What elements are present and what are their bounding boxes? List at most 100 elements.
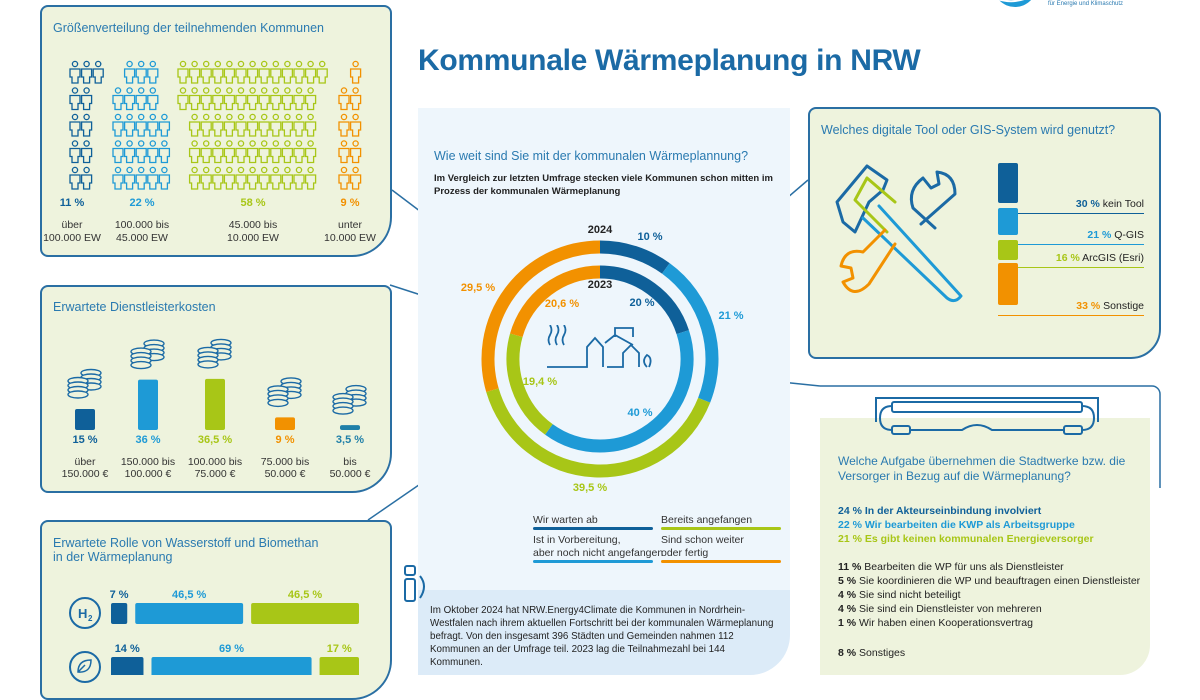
coins-icon: [332, 384, 367, 415]
tool-divider: [998, 244, 1144, 245]
person-icon: [200, 87, 212, 111]
person-icon: [188, 140, 201, 164]
person-icon: [158, 140, 171, 164]
tool-percent: 30 %: [1075, 198, 1100, 210]
costs-title: Erwartete Dienstleisterkosten: [53, 300, 216, 314]
person-icon: [188, 166, 201, 190]
tool-item: 30 % kein Tool: [1000, 198, 1144, 210]
tools-title: Welches digitale Tool oder GIS-System wi…: [821, 123, 1116, 137]
person-icon: [112, 87, 124, 111]
person-icon: [135, 140, 147, 164]
person-icon: [235, 113, 247, 137]
person-icon: [158, 166, 171, 190]
donut-segment-2023: [545, 330, 694, 453]
person-icon: [338, 166, 350, 190]
hydrogen-percent: 46,5 %: [172, 589, 207, 601]
cost-bar: [75, 409, 95, 430]
person-icon: [304, 166, 317, 190]
tool-divider: [998, 315, 1144, 316]
utility-percent: 5 %: [838, 575, 857, 587]
cost-label: 100.000 bis: [187, 456, 243, 468]
logo-text: für Energie und Klimaschutz: [1048, 1, 1124, 7]
person-icon: [177, 60, 189, 84]
person-icon: [223, 113, 236, 137]
donut-label-2023: 19,4 %: [522, 376, 558, 388]
hydrogen-bar-segment: [251, 603, 359, 624]
size-percent: 22 %: [129, 197, 155, 209]
coins-icon: [130, 339, 165, 370]
person-icon: [293, 113, 305, 137]
hydrogen-bar-segment: [111, 657, 144, 675]
person-icon: [258, 60, 270, 84]
legend-swatch: [533, 560, 653, 563]
legend-waiting: Wir warten ab: [533, 514, 598, 526]
size-label: 45.000 bis: [228, 219, 278, 231]
person-icon: [135, 166, 147, 190]
size-label: 10.000 EW: [227, 232, 279, 244]
tool-item: 33 % Sonstige: [1000, 300, 1144, 312]
tool-label: Q-GIS: [1111, 229, 1144, 241]
size-label: 100.000 bis: [114, 219, 170, 231]
size-label: unter: [338, 219, 362, 231]
info-box: [418, 590, 790, 675]
person-icon: [212, 113, 224, 137]
person-icon: [293, 60, 305, 84]
person-icon: [293, 87, 305, 111]
subtitle-line-2: Prozess der kommunalen Wärmeplanung: [434, 186, 621, 197]
progress-question: Wie weit sind Sie mit der kommunalen Wär…: [434, 149, 749, 163]
utilities-title: Welche Aufgabe übernehmen die Stadtwerke…: [838, 454, 1125, 484]
size-distribution-title: Größenverteilung der teilnehmenden Kommu…: [53, 21, 324, 35]
person-icon: [349, 113, 362, 137]
legend-preparing-2: aber noch nicht angefangen: [533, 547, 664, 559]
person-icon: [112, 166, 124, 190]
tool-label: Sonstige: [1100, 300, 1144, 312]
donut-segment-2024: [661, 263, 719, 403]
person-icon: [69, 113, 81, 137]
utility-label: Es gibt keinen kommunalen Energieversorg…: [861, 533, 1094, 545]
person-icon: [281, 166, 294, 190]
coins-icon: [67, 368, 102, 399]
person-icon: [270, 140, 282, 164]
progress-subtitle: Im Vergleich zur letzten Umfrage stecken…: [434, 172, 773, 198]
tool-label: kein Tool: [1099, 198, 1144, 210]
hydrogen-percent: 46,5 %: [287, 589, 323, 601]
person-icon: [200, 113, 212, 137]
tools-icon: [835, 164, 963, 303]
utility-item: 22 % Wir bearbeiten die KWP als Arbeitsg…: [838, 518, 1075, 532]
costs-chart: [67, 338, 367, 430]
page-title: Kommunale Wärmeplanung in NRW: [418, 44, 921, 77]
utility-label: Sie sind nicht beteiligt: [856, 589, 961, 601]
legend-advanced-1: Sind schon weiter: [661, 534, 744, 546]
person-icon: [316, 60, 328, 84]
person-icon: [147, 60, 159, 84]
cost-percent: 3,5 %: [335, 434, 365, 446]
legend-preparing-1: Ist in Vorbereitung,: [533, 534, 621, 546]
legend-swatch: [533, 527, 653, 530]
person-icon: [223, 60, 236, 84]
person-icon: [235, 140, 247, 164]
cost-label: 50.000 €: [329, 468, 371, 480]
svg-text:2: 2: [88, 614, 93, 623]
cost-label: 50.000 €: [264, 468, 306, 480]
person-icon: [349, 60, 362, 84]
person-icon: [270, 87, 282, 111]
person-icon: [246, 166, 259, 190]
progress-donut-chart: [481, 240, 719, 478]
person-icon: [69, 140, 81, 164]
person-icon: [80, 60, 93, 84]
person-icon: [200, 140, 212, 164]
cost-label: 75.000 bis: [260, 456, 310, 468]
size-percent: 11 %: [59, 197, 85, 209]
person-icon: [135, 60, 147, 84]
subtitle-line-1: Im Vergleich zur letzten Umfrage stecken…: [434, 173, 773, 184]
person-icon: [246, 113, 259, 137]
size-percent: 58 %: [240, 197, 266, 209]
utility-label: Sonstiges: [856, 647, 906, 659]
hydrogen-bar-segment: [135, 603, 244, 624]
person-icon: [92, 60, 104, 84]
tool-item: 16 % ArcGIS (Esri): [1000, 252, 1144, 264]
person-icon: [281, 87, 294, 111]
info-text: Im Oktober 2024 hat NRW.Energy4Climate d…: [430, 605, 774, 668]
size-percent: 9 %: [340, 197, 360, 209]
